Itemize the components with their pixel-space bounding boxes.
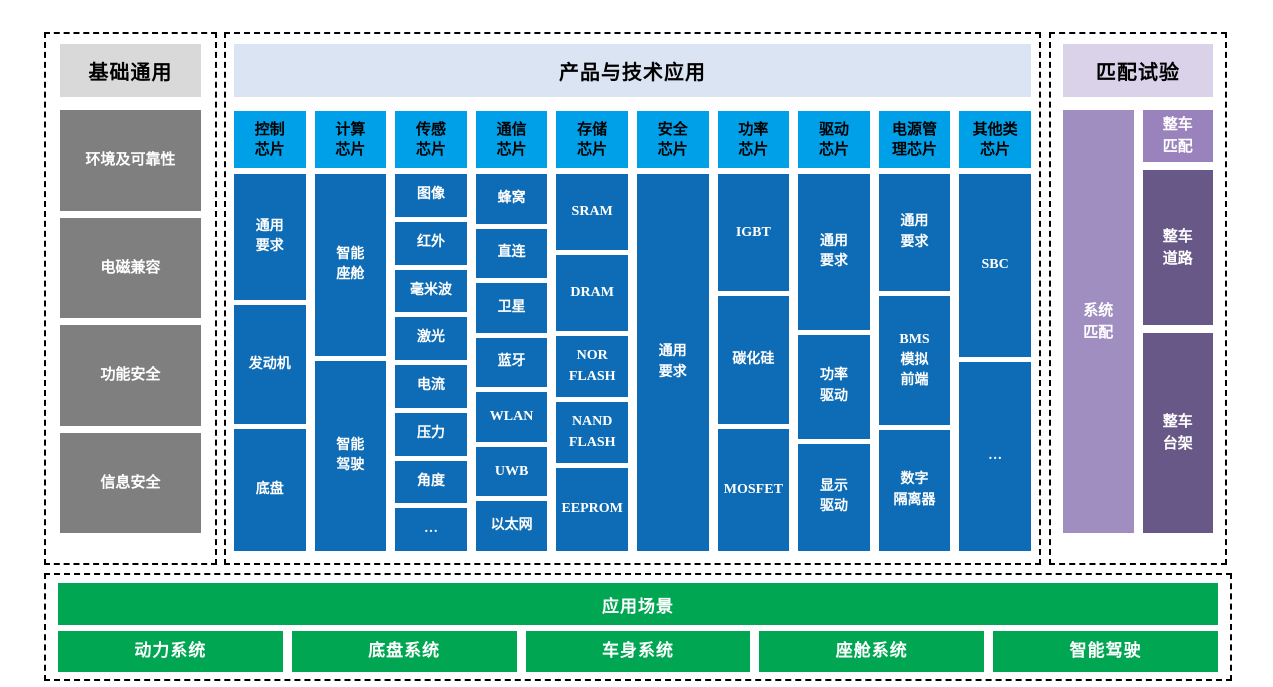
chip-column: 计算 芯片智能 座舱智能 驾驶 [314, 111, 387, 551]
chip-columns: 控制 芯片通用 要求发动机底盘计算 芯片智能 座舱智能 驾驶传感 芯片图像红外毫… [234, 111, 1031, 552]
chip-item-cell: DRAM [556, 255, 628, 332]
vehicle-match-cell: 整车 道路 [1142, 170, 1213, 325]
base-section: 基础通用 环境及可靠性电磁兼容功能安全信息安全 [44, 32, 217, 565]
chip-item-cell: 红外 [395, 221, 467, 265]
system-match-cell: 系统 匹配 [1063, 110, 1134, 533]
application-section-title: 应用场景 [58, 583, 1218, 625]
chip-item-cell: 压力 [395, 412, 467, 456]
application-item-cell: 座舱系统 [759, 631, 985, 672]
chip-item-cell: 功率 驱动 [798, 334, 870, 439]
chip-item-cell: 电流 [395, 365, 467, 408]
chip-column-header: 通信 芯片 [475, 111, 548, 168]
chip-item-cell: NOR FLASH [556, 336, 628, 398]
chip-item-cell: 通用 要求 [234, 174, 306, 301]
chip-column: 控制 芯片通用 要求发动机底盘 [234, 111, 306, 551]
chip-item-cell: SRAM [556, 174, 628, 251]
chip-item-cell: 发动机 [234, 305, 306, 425]
chip-column-header: 驱动 芯片 [798, 111, 870, 168]
base-section-title: 基础通用 [60, 44, 201, 97]
chip-item-cell: 蓝牙 [475, 337, 548, 388]
chip-column-body: SBC… [959, 174, 1031, 551]
base-item-cell: 电磁兼容 [60, 217, 201, 318]
application-item-cell: 智能驾驶 [993, 631, 1218, 672]
chip-item-cell: NAND FLASH [556, 402, 628, 464]
chip-column-header: 控制 芯片 [234, 111, 306, 168]
product-section: 产品与技术应用 控制 芯片通用 要求发动机底盘计算 芯片智能 座舱智能 驾驶传感… [224, 32, 1041, 565]
chip-item-cell: 碳化硅 [717, 296, 790, 424]
chip-item-cell: UWB [475, 446, 548, 497]
application-item-cell: 动力系统 [58, 631, 283, 672]
chip-item-cell: 蜂窝 [475, 174, 548, 224]
chip-item-cell: … [959, 362, 1031, 551]
vehicle-match-cell: 整车 匹配 [1142, 110, 1213, 162]
chip-item-cell: 智能 驾驶 [314, 361, 387, 551]
match-body: 系统 匹配 整车 匹配整车 道路整车 台架 [1063, 110, 1213, 533]
chip-column-header: 功率 芯片 [717, 111, 790, 168]
chip-column-header: 传感 芯片 [395, 111, 467, 168]
chip-column-header: 其他类 芯片 [959, 111, 1031, 168]
chip-item-cell: 角度 [395, 460, 467, 504]
chip-item-cell: BMS 模拟 前端 [878, 296, 951, 426]
chip-column: 传感 芯片图像红外毫米波激光电流压力角度… [395, 111, 467, 551]
application-section: 应用场景 动力系统底盘系统车身系统座舱系统智能驾驶 [44, 573, 1232, 681]
chip-item-cell: 图像 [395, 174, 467, 217]
chip-column: 驱动 芯片通用 要求功率 驱动显示 驱动 [798, 111, 870, 551]
chip-column: 安全 芯片通用 要求 [636, 111, 709, 551]
chip-column-header: 存储 芯片 [556, 111, 628, 168]
base-item-cell: 环境及可靠性 [60, 110, 201, 211]
product-section-title: 产品与技术应用 [234, 44, 1031, 97]
chip-column-header: 电源管 理芯片 [878, 111, 951, 168]
chip-item-cell: 通用 要求 [878, 174, 951, 292]
chip-column-body: 智能 座舱智能 驾驶 [314, 174, 387, 551]
chip-item-cell: 毫米波 [395, 269, 467, 313]
chip-item-cell: EEPROM [556, 468, 628, 552]
chip-column-header: 计算 芯片 [314, 111, 387, 168]
chip-item-cell: 底盘 [234, 429, 306, 551]
application-item-cell: 车身系统 [525, 631, 751, 672]
chip-item-cell: 以太网 [475, 501, 548, 552]
chip-item-cell: 通用 要求 [798, 174, 870, 330]
chip-item-cell: SBC [959, 174, 1031, 358]
base-item-cell: 功能安全 [60, 325, 201, 426]
base-items: 环境及可靠性电磁兼容功能安全信息安全 [60, 110, 201, 533]
chip-column: 其他类 芯片 SBC… [959, 111, 1031, 551]
chip-column-body: 通用 要求 [636, 174, 709, 551]
vehicle-match-cell: 整车 台架 [1142, 333, 1213, 533]
chip-column-body: 通用 要求功率 驱动显示 驱动 [798, 174, 870, 551]
match-section-title: 匹配试验 [1063, 44, 1213, 97]
chip-item-cell: 通用 要求 [636, 174, 709, 551]
chip-item-cell: WLAN [475, 392, 548, 442]
chip-item-cell: MOSFET [717, 428, 790, 551]
chip-item-cell: 激光 [395, 317, 467, 360]
chip-item-cell: 显示 驱动 [798, 443, 870, 551]
chip-column-body: 图像红外毫米波激光电流压力角度… [395, 174, 467, 551]
chip-item-cell: … [395, 508, 467, 551]
chip-item-cell: 数字 隔离器 [878, 430, 951, 551]
chip-item-cell: 卫星 [475, 283, 548, 333]
match-section: 匹配试验 系统 匹配 整车 匹配整车 道路整车 台架 [1049, 32, 1227, 565]
chip-item-cell: IGBT [717, 174, 790, 292]
chip-column-header: 安全 芯片 [636, 111, 709, 168]
chip-item-cell: 智能 座舱 [314, 174, 387, 357]
vehicle-match-items: 整车 匹配整车 道路整车 台架 [1142, 110, 1213, 533]
base-item-cell: 信息安全 [60, 432, 201, 533]
application-items: 动力系统底盘系统车身系统座舱系统智能驾驶 [58, 631, 1218, 672]
chip-item-cell: 直连 [475, 228, 548, 279]
application-item-cell: 底盘系统 [291, 631, 517, 672]
chip-column-body: 通用 要求发动机底盘 [234, 174, 306, 551]
